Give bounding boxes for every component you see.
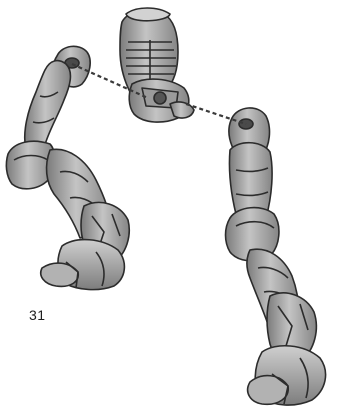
left-leg-part — [6, 46, 129, 289]
torso-part — [120, 8, 194, 122]
right-leg-part — [226, 108, 326, 405]
step-number: 31 — [29, 307, 46, 323]
